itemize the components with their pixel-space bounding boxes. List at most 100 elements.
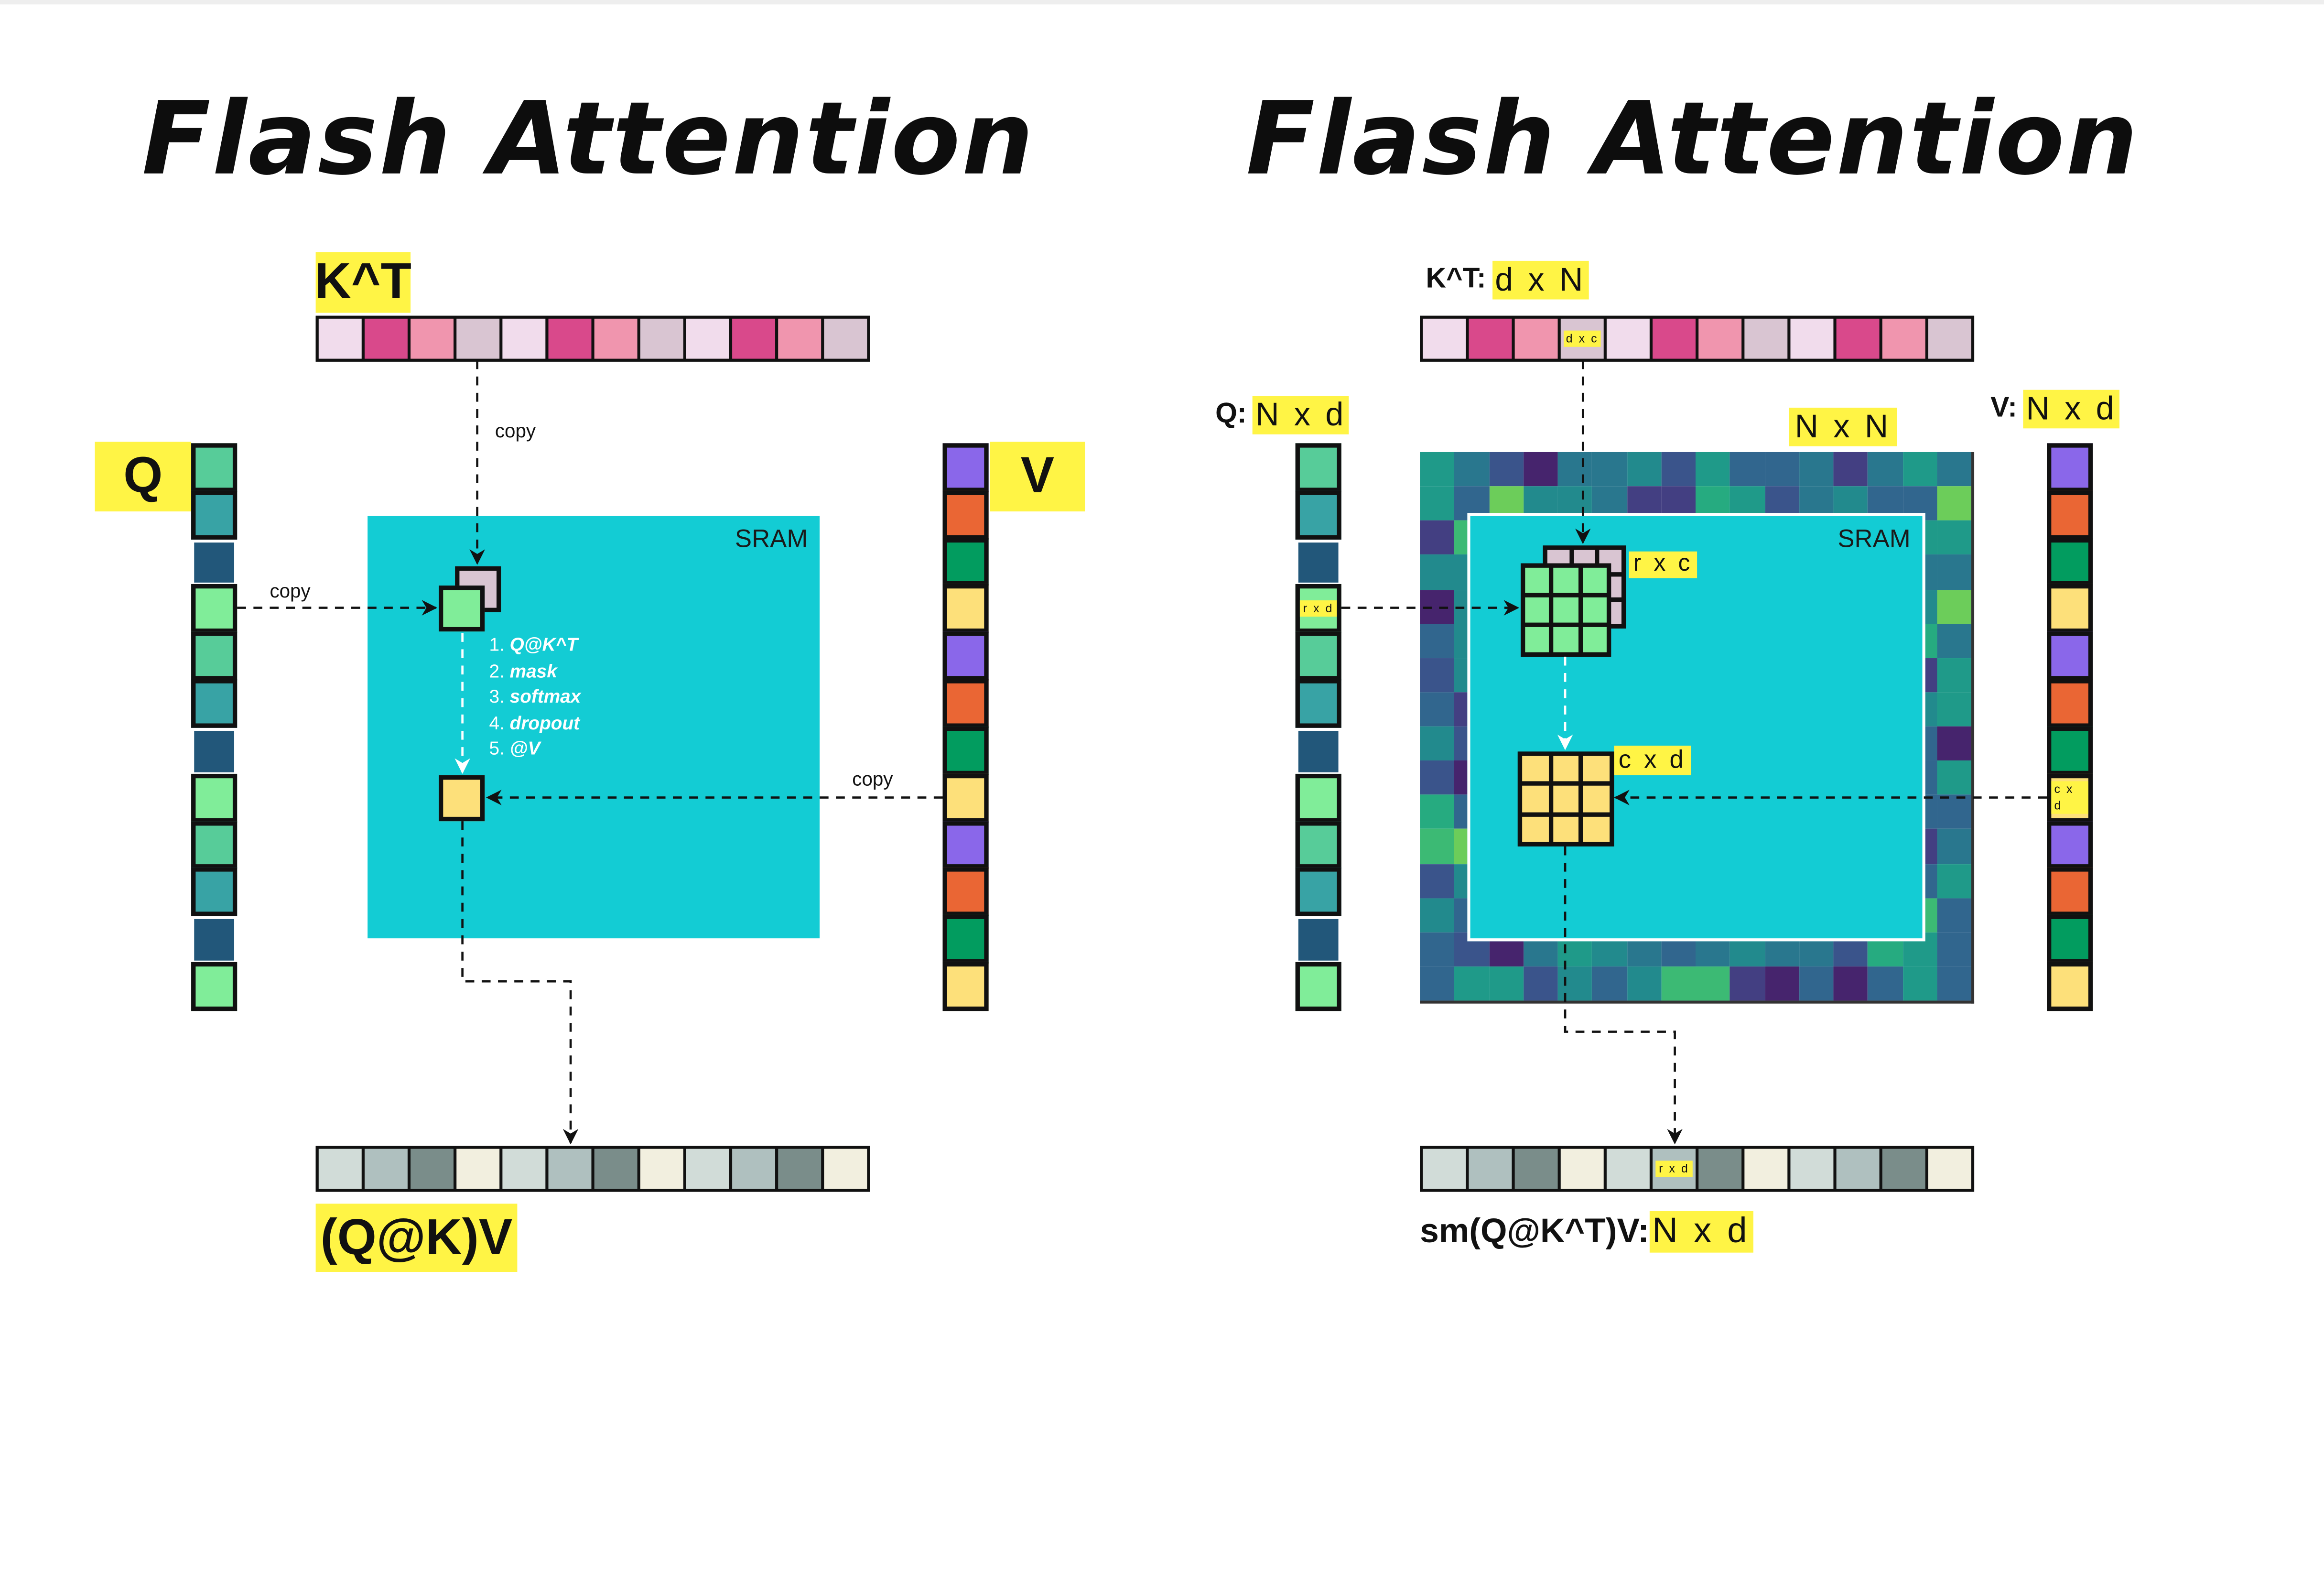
- heatmap-cell: [1420, 521, 1455, 555]
- step-item: 1. Q@K^T: [489, 634, 578, 655]
- left-output-cell: [456, 1149, 500, 1189]
- left-kt-cell: [548, 318, 592, 359]
- left-kt-cell: [594, 318, 638, 359]
- heatmap-cell: [1420, 692, 1455, 727]
- left-output-cell: [686, 1149, 729, 1189]
- right-kt-cell: [1514, 318, 1558, 359]
- left-q-block: [439, 586, 485, 632]
- heatmap-cell: [1799, 966, 1834, 1001]
- right-score-tile-cell: [1554, 627, 1578, 652]
- left-output-cell: [502, 1149, 546, 1189]
- right-output-tile-cell: [1553, 786, 1579, 812]
- left-v-cell: [942, 632, 989, 681]
- left-q-cell: [191, 585, 238, 634]
- left-q-cell: [194, 919, 235, 961]
- right-v-cell: c x d: [2047, 773, 2093, 823]
- heatmap-cell: [1936, 521, 1971, 555]
- right-kt-cell: [1882, 318, 1925, 359]
- heatmap-cell: [1902, 966, 1937, 1001]
- heatmap-cell: [1420, 795, 1455, 829]
- left-q-cell: [191, 868, 238, 917]
- left-kt-cell: [364, 318, 408, 359]
- heatmap-cell: [1902, 452, 1937, 487]
- heatmap-cell: [1557, 452, 1592, 487]
- left-kt-cell: [502, 318, 546, 359]
- heatmap-cell: [1420, 452, 1455, 487]
- heatmap-cell: [1420, 589, 1455, 624]
- right-kt-cell: [1790, 318, 1834, 359]
- left-kt-cell: [778, 318, 822, 359]
- right-v-cell: [2047, 726, 2093, 775]
- step-item: 3. softmax: [489, 686, 581, 707]
- heatmap-cell: [1420, 623, 1455, 658]
- right-v-cell: [2047, 490, 2093, 539]
- right-output-cell: [1836, 1149, 1880, 1189]
- right-output-block-label: r x d: [1655, 1161, 1693, 1177]
- left-q-cell: [191, 632, 238, 681]
- right-q-cell: [1295, 821, 1341, 869]
- heatmap-cell: [1936, 692, 1971, 727]
- right-v-cell: [2047, 868, 2093, 917]
- heatmap-cell: [1936, 932, 1971, 966]
- left-output-cell: [640, 1149, 683, 1189]
- heatmap-cell: [1936, 555, 1971, 589]
- heatmap-cell: [1661, 966, 1696, 1001]
- left-v-cell: [942, 726, 989, 775]
- left-v-cell: [942, 821, 989, 869]
- left-output-vector: [315, 1146, 870, 1192]
- heatmap-cell: [1420, 863, 1455, 898]
- right-output-label: sm(Q@K^T)V:N x d: [1420, 1205, 1753, 1257]
- right-attn-dims: N x N: [1789, 407, 1897, 445]
- heatmap-cell: [1936, 452, 1971, 487]
- right-output-cell: [1606, 1149, 1650, 1189]
- heatmap-cell: [1868, 452, 1902, 487]
- right-score-tile-cell: [1525, 597, 1549, 623]
- heatmap-cell: [1696, 452, 1730, 487]
- right-q-cell: r x d: [1295, 585, 1341, 634]
- right-v-block-label: c x d: [2051, 781, 2088, 814]
- left-output-cell: [364, 1149, 408, 1189]
- left-v-cell: [942, 679, 989, 728]
- right-output-tile-cell: [1583, 786, 1610, 812]
- right-output-cell: [1698, 1149, 1742, 1189]
- left-kt-label: K^T: [315, 252, 411, 313]
- heatmap-cell: [1592, 452, 1627, 487]
- left-output-block: [439, 775, 485, 822]
- right-output-tile-cell: [1553, 756, 1579, 782]
- heatmap-cell: [1799, 452, 1834, 487]
- heatmap-cell: [1730, 966, 1765, 1001]
- heatmap-cell: [1420, 486, 1455, 521]
- heatmap-cell: [1420, 658, 1455, 692]
- heatmap-cell: [1868, 966, 1902, 1001]
- right-q-cell: [1295, 632, 1341, 681]
- right-score-tile-cell: [1582, 597, 1607, 623]
- left-q-cell: [191, 962, 238, 1011]
- right-score-tile-cell: [1554, 567, 1578, 593]
- step-item: 2. mask: [489, 660, 557, 682]
- heatmap-cell: [1936, 863, 1971, 898]
- left-output-cell: [824, 1149, 867, 1189]
- right-output-tile-cell: [1522, 786, 1548, 812]
- right-output-tile-cell: [1522, 816, 1548, 842]
- heatmap-cell: [1936, 726, 1971, 761]
- right-kt-cell: [1469, 318, 1512, 359]
- left-kt-cell: [824, 318, 867, 359]
- right-q-label: Q:N x d: [1215, 389, 1350, 441]
- left-v-cell: [942, 585, 989, 634]
- right-score-tile-cell: [1582, 567, 1607, 593]
- right-kt-vector: d x c: [1420, 315, 1975, 362]
- right-q-dims: N x d: [1253, 395, 1350, 434]
- left-kt-vector: [315, 315, 870, 362]
- heatmap-cell: [1936, 623, 1971, 658]
- left-output-cell: [778, 1149, 822, 1189]
- right-kt-cell: [1744, 318, 1788, 359]
- right-output-dims: N x d: [1649, 1210, 1753, 1252]
- heatmap-cell: [1764, 452, 1799, 487]
- right-kt-cell: [1653, 318, 1696, 359]
- left-v-label: V: [990, 442, 1085, 511]
- heatmap-cell: [1523, 966, 1558, 1001]
- heatmap-cell: [1936, 898, 1971, 933]
- heatmap-cell: [1936, 658, 1971, 692]
